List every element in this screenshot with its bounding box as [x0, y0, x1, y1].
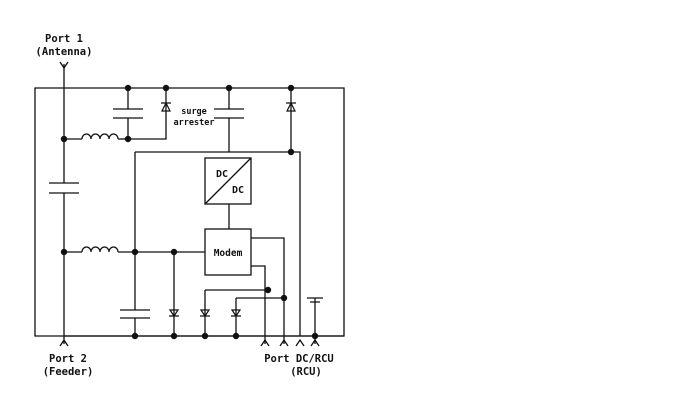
port1-terminal — [59, 61, 69, 70]
inductor-lower — [81, 246, 119, 253]
port-dcrcu-label: Port DC/RCU — [264, 353, 334, 365]
dcdc-bottom-label: DC — [232, 185, 244, 196]
port2-terminal — [59, 336, 69, 347]
port2-sublabel: (Feeder) — [43, 366, 94, 378]
dcdc-box — [204, 157, 252, 205]
diode-right-icon — [286, 101, 296, 112]
modem-box — [204, 228, 252, 276]
modem-label: Modem — [214, 248, 243, 259]
surge-label: surge — [181, 107, 207, 117]
port2-label: Port 2 — [49, 353, 87, 365]
diode-top-wire — [128, 88, 167, 140]
port1-sublabel: (Antenna) — [36, 46, 93, 58]
diode-bottom-3-icon — [230, 309, 242, 318]
inductor-upper — [81, 133, 119, 140]
coupling-capacitor — [49, 182, 79, 336]
diode-bottom-1-icon — [168, 309, 180, 318]
output-terminals — [260, 338, 320, 347]
diodes — [161, 101, 296, 318]
dcdc-slash — [204, 157, 252, 205]
diode-bottom-2-wire — [204, 289, 268, 336]
arrester-label: arrester — [174, 118, 215, 128]
port1-label: Port 1 — [45, 33, 83, 45]
port-dcrcu-sublabel: (RCU) — [290, 366, 322, 378]
capacitor-top — [113, 88, 143, 139]
wiring — [34, 61, 345, 347]
ground-symbol — [307, 297, 323, 336]
diode-bottom-2-icon — [199, 309, 211, 318]
junction-dots — [60, 84, 319, 340]
modem-output-2 — [251, 265, 266, 344]
surge-capacitor — [214, 88, 244, 152]
modem-output-1 — [251, 237, 285, 344]
dc-bus — [135, 151, 301, 336]
dcdc-top-label: DC — [216, 169, 228, 180]
capacitor-bottom — [120, 309, 150, 336]
diode-top-icon — [161, 101, 171, 112]
diode-bottom-3-wire — [235, 297, 284, 336]
